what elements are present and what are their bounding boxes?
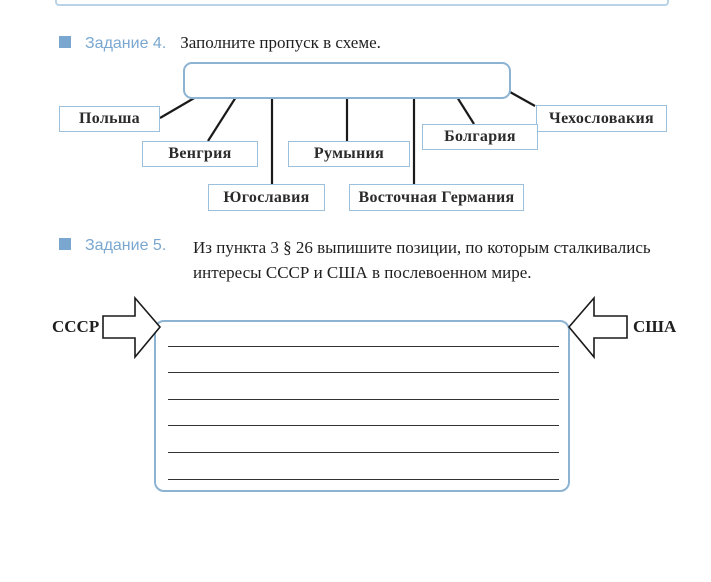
label-sssr: СССР [52, 317, 100, 336]
previous-task-box [55, 0, 669, 6]
country-box-vengriya: Венгрия [142, 141, 258, 167]
connector-polsha [159, 96, 197, 119]
answer-box[interactable] [154, 320, 570, 492]
task5-instruction: Из пункта 3 § 26 выпишите позиции, по ко… [193, 238, 651, 282]
label-ssha: США [633, 317, 677, 336]
country-box-bolgariya: Болгария [422, 124, 538, 150]
answer-line[interactable] [168, 425, 559, 426]
answer-line[interactable] [168, 399, 559, 400]
country-box-chekhoslovakiya: Чехословакия [536, 105, 667, 132]
bullet-square-icon [59, 36, 71, 48]
answer-line[interactable] [168, 372, 559, 373]
task5-label: Задание 5. [85, 237, 167, 254]
task5-header: Задание 5. [59, 235, 180, 255]
connector-vengriya [207, 96, 237, 142]
task4-instruction: Заполните пропуск в схеме. [180, 33, 381, 52]
task4-header: Задание 4. Заполните пропуск в схеме. [59, 33, 381, 53]
connector-bolgariya [456, 96, 475, 125]
country-box-rumyniya: Румыния [288, 141, 410, 167]
bullet-square-icon [59, 238, 71, 250]
country-box-polsha: Польша [59, 106, 160, 132]
arrow-right-icon [102, 295, 162, 360]
blank-center-box[interactable] [183, 62, 511, 99]
country-box-vost-germaniya: Восточная Германия [349, 184, 524, 211]
answer-line[interactable] [168, 479, 559, 480]
answer-line[interactable] [168, 452, 559, 453]
country-box-yugoslaviya: Югославия [208, 184, 325, 211]
connector-chekhoslovakiya [509, 91, 536, 107]
arrow-left-icon [567, 295, 628, 360]
task4-label: Задание 4. [85, 35, 167, 52]
answer-line[interactable] [168, 346, 559, 347]
